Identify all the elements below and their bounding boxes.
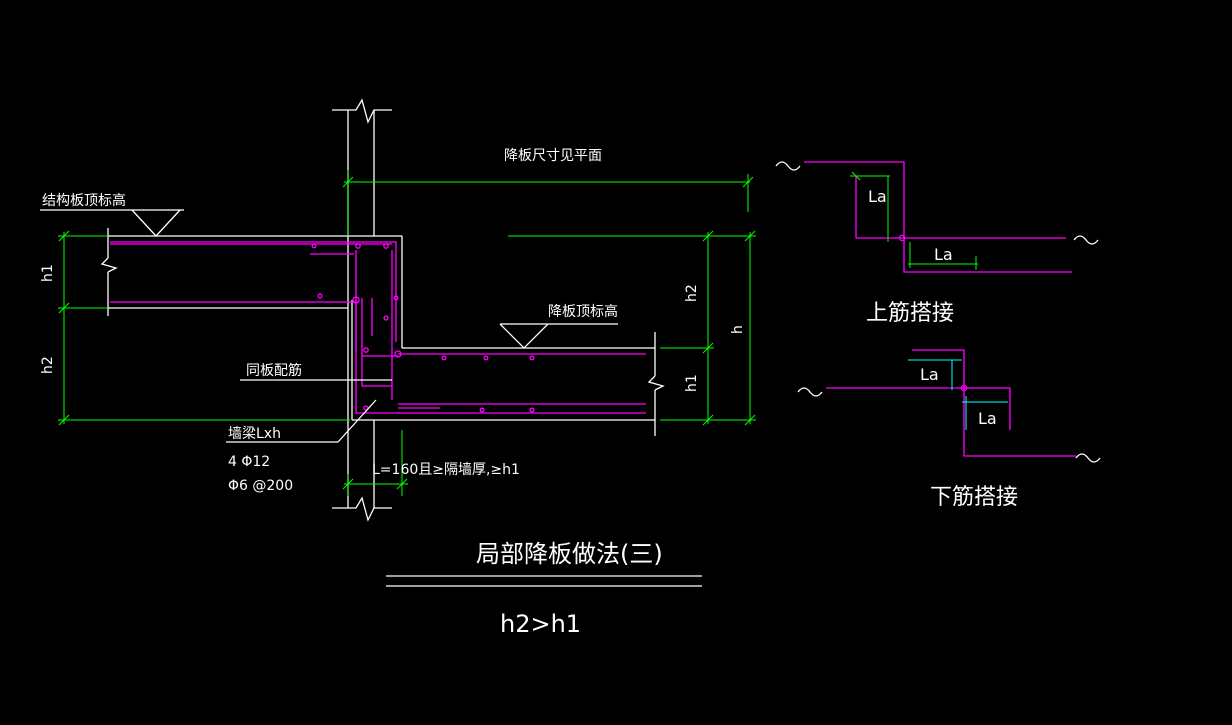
bottom-lap-caption: 下筋搭接 xyxy=(930,485,1018,510)
elevation-marks xyxy=(40,209,618,349)
upper-slab xyxy=(100,228,403,348)
dim-h1-right: h1 xyxy=(684,374,700,392)
bottom-bar-lap-detail xyxy=(797,349,1101,463)
title-underline xyxy=(386,575,702,587)
top-lap-la-1: La xyxy=(868,187,887,206)
dim-h-right: h xyxy=(730,325,746,334)
recess-slab-top-label: 降板顶标高 xyxy=(548,303,618,320)
beam-stirrups-label: Φ6 @200 xyxy=(228,478,293,494)
recess-size-note: 降板尺寸见平面 xyxy=(504,148,602,164)
bottom-lap-la-1: La xyxy=(920,365,939,384)
wall-break-top xyxy=(332,98,392,124)
dim-h1-left: h1 xyxy=(40,264,56,282)
dim-h2-right: h2 xyxy=(684,284,700,302)
beam-main-bars-label: 4 Φ12 xyxy=(228,454,270,470)
wall-beam xyxy=(351,300,655,421)
dimensions xyxy=(58,170,756,496)
length-note: L=160且≥隔墙厚,≥h1 xyxy=(372,462,520,478)
drawing-condition: h2>h1 xyxy=(500,610,581,638)
dim-h2-left: h2 xyxy=(40,356,56,374)
struct-slab-top-label: 结构板顶标高 xyxy=(42,192,126,209)
wall-beam-label: 墙梁Lxh xyxy=(228,426,281,442)
same-slab-rebar-label: 同板配筋 xyxy=(246,362,302,379)
recessed-slab xyxy=(402,332,665,436)
drawing-title: 局部降板做法(三) xyxy=(476,540,663,568)
top-bar-lap-detail xyxy=(775,161,1099,273)
rebar xyxy=(110,241,646,414)
leaders xyxy=(226,379,392,443)
wall-break-bottom xyxy=(332,496,392,522)
top-lap-caption: 上筋搭接 xyxy=(866,301,954,326)
labels: 降板尺寸见平面 结构板顶标高 降板顶标高 同板配筋 墙梁Lxh 4 Φ12 Φ6… xyxy=(40,148,1018,638)
bottom-lap-la-2: La xyxy=(978,409,997,428)
top-lap-la-2: La xyxy=(934,245,953,264)
wall xyxy=(332,98,392,522)
